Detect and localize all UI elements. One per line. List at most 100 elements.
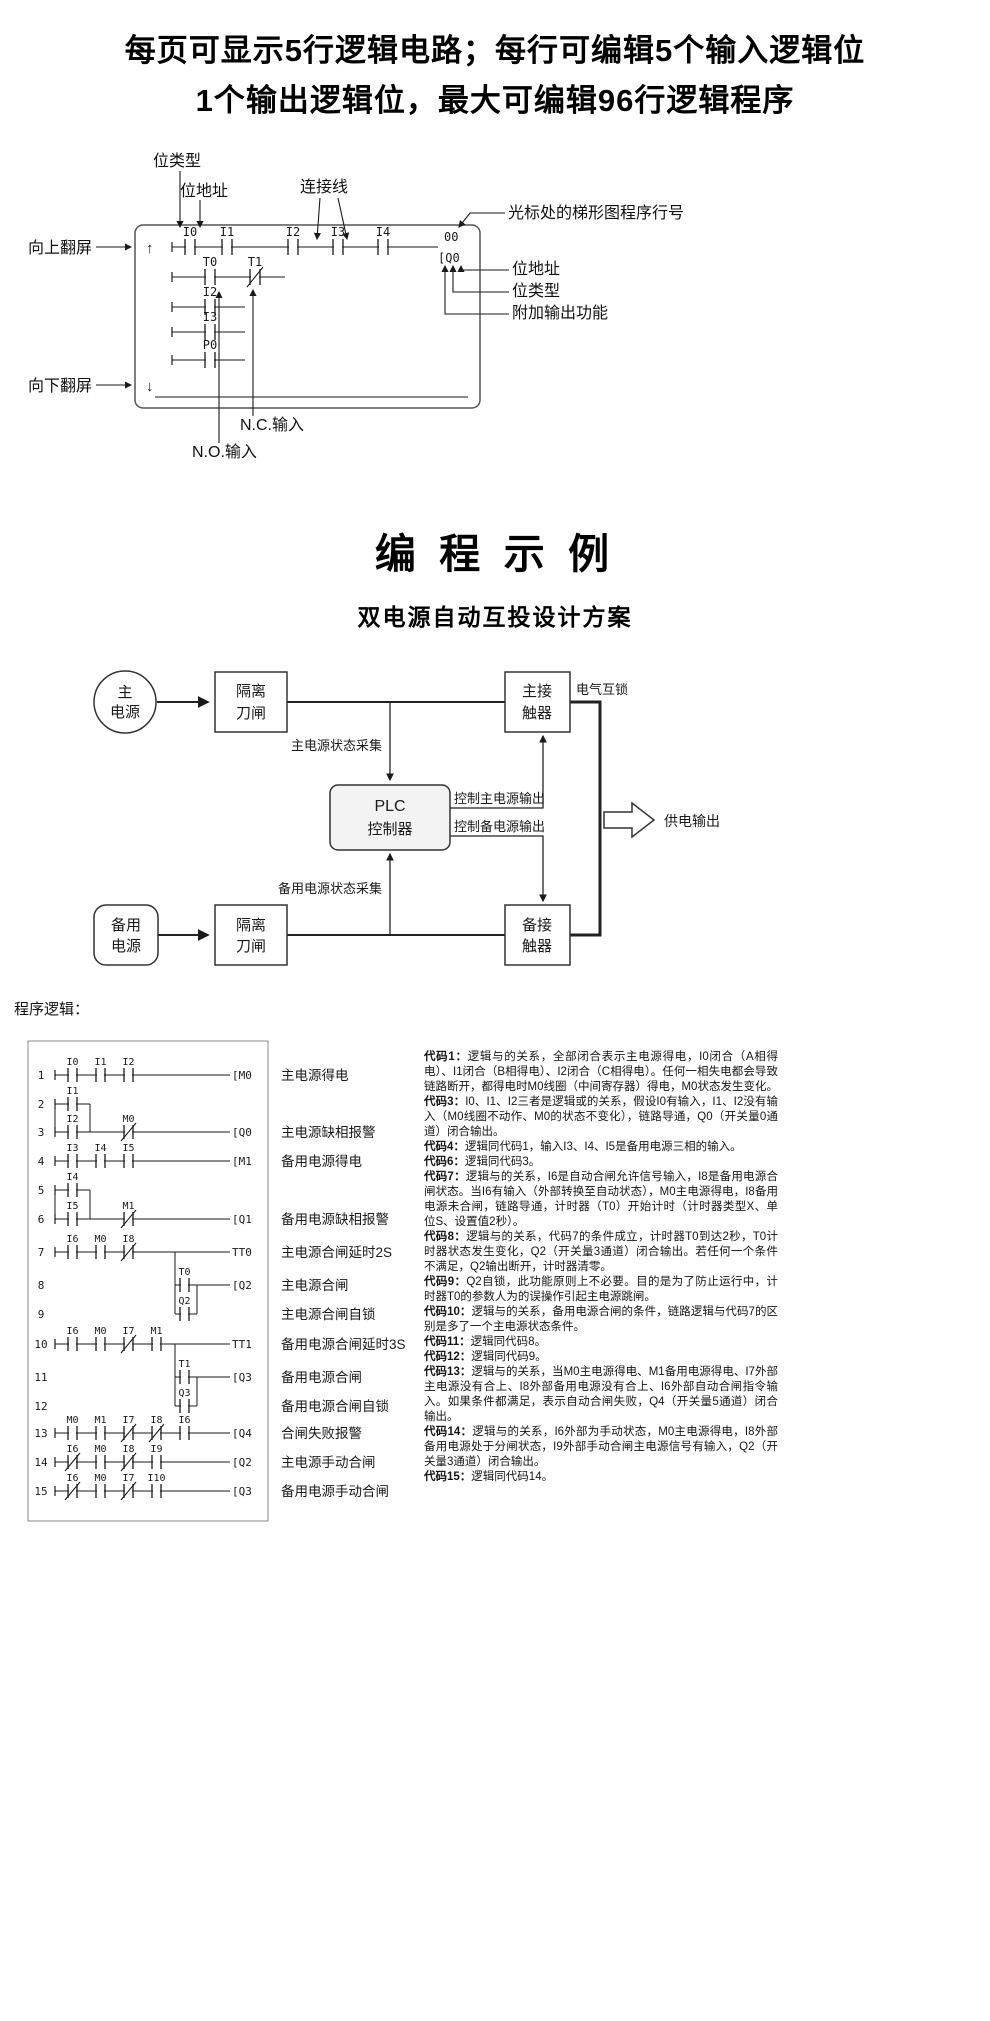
contact-gap [69,1187,76,1193]
contact-gap [97,1459,104,1465]
contact-label: I10 [147,1473,165,1484]
contact-label: I1 [220,225,234,239]
ctrl-main-label: 控制主电源输出 [454,791,545,806]
contact-gap [334,244,342,250]
contact-label: M0 [94,1444,106,1455]
contact-gap [97,1430,104,1436]
note-text: 逻辑与的关系，全部闭合表示主电源得电，I0闭合（A相得电）、I1闭合（B相得电）… [424,1051,778,1093]
contact-gap [69,1430,76,1436]
extra-output-label: 附加输出功能 [512,304,608,322]
contact-label: P0 [203,338,217,352]
note-item: 代码3：I0、I1、I2三者是逻辑或的关系，假设I0有输入，I1、I2没有输入（… [424,1095,778,1140]
contact-label: I3 [203,310,217,324]
contact-gap [97,1072,104,1078]
contact-label: I9 [150,1444,162,1455]
contact-label: I6 [178,1415,190,1426]
example-subtitle: 双电源自动互投设计方案 [357,604,633,630]
plc-label: PLC [374,798,405,815]
output-arrow-icon [603,801,656,839]
rung-description: 主电源合闸延时2S [281,1245,392,1260]
bit-type-top-label: 位类型 [153,152,201,170]
contact-gap [153,1341,160,1347]
backup-status-label: 备用电源状态采集 [278,881,382,896]
coil-label: TT0 [232,1246,252,1259]
contact-gap [97,1249,104,1255]
rung-description: 主电源得电 [281,1067,349,1083]
row-number: 4 [38,1155,45,1168]
contact-gap [97,1341,104,1347]
page-up-label: 向上翻屏 [28,239,92,257]
contact-label: I1 [66,1086,78,1097]
note-label: 代码3： [424,1096,466,1108]
backup-contactor-label2: 触器 [522,938,552,955]
bit-addr-top-label: 位地址 [180,182,228,200]
contact-gap [69,1158,76,1164]
note-text: 逻辑同代码1，输入I3、I4、I5是备用电源三相的输入。 [464,1141,742,1153]
cursor-line-no-label: 光标处的梯形图程序行号 [508,204,684,222]
ctrl-backup-label: 控制备电源输出 [454,819,545,834]
contact-label: M0 [94,1326,106,1337]
contact-label: I6 [66,1444,78,1455]
contact-label: I8 [150,1415,162,1426]
row-number: 1 [38,1069,45,1082]
bit-addr-right-label: 位地址 [512,260,560,278]
block-diagram-wires [157,696,602,941]
header-line-1: 每页可显示5行逻辑电路；每行可编辑5个输入逻辑位 [124,33,866,68]
contact-label: I5 [66,1201,78,1212]
annotation-leader-lines [96,171,509,443]
isolator1-label: 隔离 [236,683,266,700]
ladder-border [27,1040,269,1522]
contact-gap [97,1158,104,1164]
note-item: 代码1：逻辑与的关系，全部闭合表示主电源得电，I0闭合（A相得电）、I1闭合（B… [424,1050,778,1095]
screen-frame [134,224,481,409]
contact-label: I7 [122,1473,134,1484]
contact-gap [289,244,297,250]
note-item: 代码4：逻辑同代码1，输入I3、I4、I5是备用电源三相的输入。 [424,1140,778,1155]
example-title: 编 程 示 例 [374,531,616,577]
contact-gap [181,1430,188,1436]
contact-label: M1 [150,1326,162,1337]
contact-label: I4 [376,225,390,239]
nc-slash [246,266,264,288]
note-text: 逻辑与的关系，I6是自动合闸允许信号输入，I8是备用电源合闸状态。当I6有输入（… [424,1171,778,1228]
contact-label: I0 [66,1057,78,1068]
rung-description: 备用电源合闸自锁 [281,1398,389,1414]
contact-gap [206,274,214,280]
contact-gap [125,1158,132,1164]
note-item: 代码8：逻辑与的关系，代码7的条件成立，计时器T0到达2秒，T0计时器状态发生变… [424,1230,778,1275]
cursor-line-number: 00 [444,230,458,244]
nc-slash [120,1242,137,1262]
row-number: 7 [38,1246,45,1259]
contact-gap [69,1101,76,1107]
main-power-label: 主 [117,684,132,701]
isolator-switch-1-box [214,671,288,733]
contact-label: M1 [94,1415,106,1426]
contact-gap [206,357,214,363]
contact-label: I7 [122,1326,134,1337]
contact-gap [181,1282,188,1288]
note-text: Q2自锁，此功能原则上不必要。目的是为了防止运行中，计时器T0的参数人为的误操作… [424,1276,778,1303]
coil-label: [M1 [232,1155,252,1168]
row-number: 5 [38,1184,45,1197]
coil-label: [Q1 [232,1213,252,1226]
coil-label: [Q0 [232,1126,252,1139]
plc-label2: 控制器 [367,821,412,838]
row-number: 2 [38,1098,45,1111]
contact-gap [181,1374,188,1380]
contact-label: M1 [122,1201,134,1212]
backup-power-box [93,904,159,966]
contact-gap [69,1129,76,1135]
plc-controller-box [329,784,451,851]
row-number: 14 [34,1456,48,1469]
rung-description: 备用电源得电 [281,1153,362,1169]
contact-gap [153,1488,160,1494]
row-number: 15 [34,1485,47,1498]
nc-input-label: N.C.输入 [240,416,304,434]
contact-gap [206,329,214,335]
contact-label: I6 [66,1234,78,1245]
note-item: 代码13：逻辑与的关系，当M0主电源得电、M1备用电源得电、I7外部主电源没有合… [424,1365,778,1425]
contact-gap [125,1072,132,1078]
isolator1-label2: 刀闸 [236,705,266,722]
